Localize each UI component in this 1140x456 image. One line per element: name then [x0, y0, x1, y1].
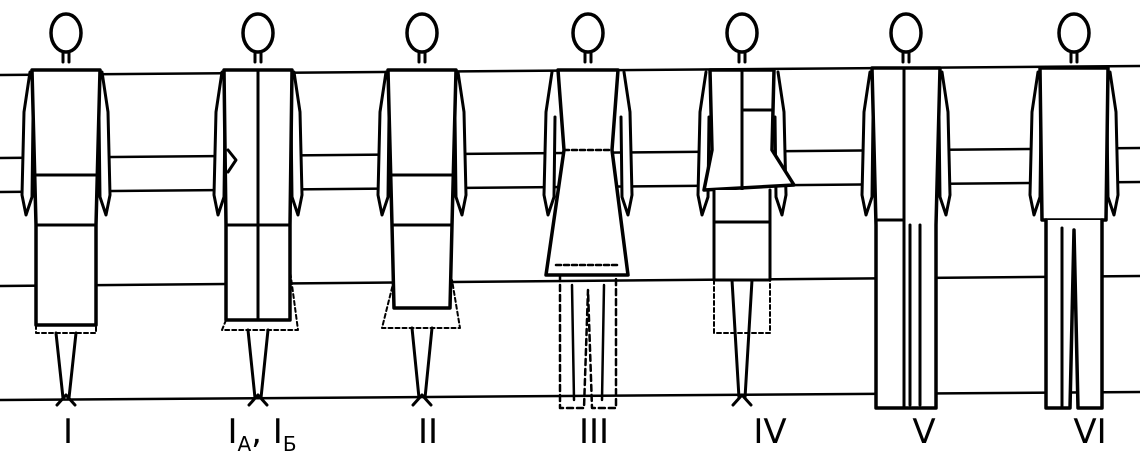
- label-IA-IB: IА, IБ: [227, 412, 296, 454]
- figure-III-tunic: [544, 68, 630, 277]
- figure-III: [542, 12, 634, 410]
- ground-line: [0, 390, 1140, 402]
- figures-group: [20, 12, 1120, 410]
- figure-III-trouser-lines: [570, 283, 606, 402]
- figure-IV-skirt: [712, 188, 772, 282]
- figure-I: [20, 12, 112, 407]
- figure-IA-IB-hem-dashed: [221, 269, 299, 331]
- label-IB-main: I: [272, 412, 283, 452]
- figure-IA-IB-pocket: [226, 148, 238, 174]
- figure-II-neck: [417, 50, 427, 64]
- figure-II-right-arm: [453, 70, 468, 217]
- figure-IV-legs: [730, 278, 754, 407]
- knee-line: [0, 274, 1140, 288]
- figure-II-legs: [410, 326, 434, 407]
- label-IA-main: I: [227, 412, 238, 452]
- figure-IA-IB: [212, 12, 304, 407]
- figure-I-head: [49, 12, 83, 54]
- figure-I-hem-dashed: [35, 324, 97, 334]
- figure-IV-right-arm: [773, 70, 788, 217]
- figure-IA-IB-head: [241, 12, 275, 54]
- figure-IV-jacket: [702, 68, 796, 192]
- figure-IA-IB-seams: [224, 68, 292, 322]
- label-separator: ,: [251, 412, 273, 452]
- figure-IV: [696, 12, 796, 407]
- figure-IV-head: [725, 12, 759, 54]
- figure-II-left-arm: [376, 70, 391, 217]
- figure-I-neck: [61, 50, 71, 64]
- figure-IV-left-arm: [696, 70, 711, 217]
- figure-III-seams: [554, 148, 622, 267]
- label-III: III: [578, 412, 610, 452]
- figure-V-seams: [874, 66, 906, 410]
- figure-VI-neck: [1069, 50, 1079, 64]
- figure-II-seams: [388, 173, 456, 227]
- figure-V: [860, 12, 952, 410]
- figure-V-head: [889, 12, 923, 54]
- figure-VI: [1028, 12, 1120, 410]
- figure-VI-jacket: [1038, 66, 1110, 222]
- figure-IV-neck: [737, 50, 747, 64]
- figure-I-legs: [54, 331, 78, 407]
- figure-IV-hem-dashed: [713, 279, 771, 334]
- figure-I-left-arm: [20, 70, 35, 217]
- figure-IA-IB-legs: [246, 328, 270, 407]
- figure-III-head: [571, 12, 605, 54]
- figure-II-head: [405, 12, 439, 54]
- figure-I-right-arm: [97, 70, 112, 217]
- label-I: I: [62, 412, 74, 452]
- figure-IA-IB-neck: [253, 50, 263, 64]
- figure-V-coat: [870, 66, 942, 410]
- label-V: V: [912, 412, 936, 452]
- figure-III-neck: [583, 50, 593, 64]
- figure-III-trousers-dashed: [558, 273, 618, 410]
- label-IV: IV: [753, 412, 787, 452]
- figure-V-neck: [901, 50, 911, 64]
- figure-V-left-arm: [860, 70, 875, 217]
- figure-III-right-arm: [619, 70, 634, 217]
- figure-V-right-arm: [937, 70, 952, 217]
- label-IB-sub: Б: [282, 432, 297, 456]
- label-VI: VI: [1073, 412, 1107, 452]
- figure-II-hem-dashed: [381, 279, 461, 329]
- figure-III-left-arm: [542, 70, 557, 217]
- label-II: II: [417, 412, 439, 452]
- figure-II-dress: [386, 68, 458, 310]
- figure-VI-trousers: [1044, 218, 1104, 410]
- figure-I-dress: [30, 68, 102, 327]
- figure-I-seams: [32, 173, 100, 227]
- figure-V-trouser-lines: [908, 223, 922, 407]
- label-IA-sub: А: [237, 432, 252, 456]
- figure-VI-head: [1057, 12, 1091, 54]
- figure-II: [376, 12, 468, 407]
